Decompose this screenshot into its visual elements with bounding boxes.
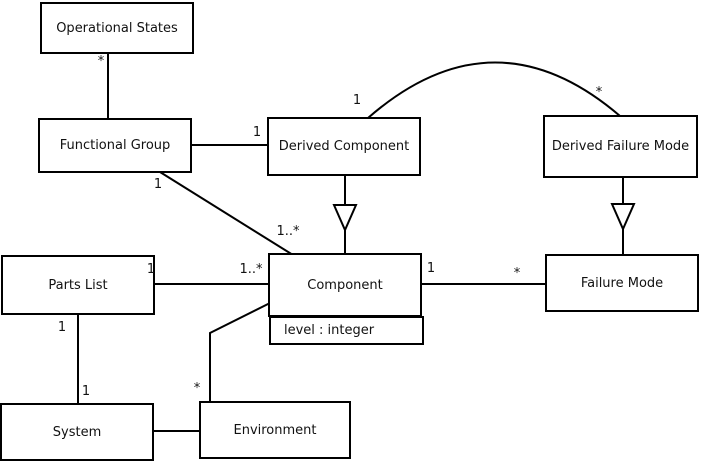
class-name: Failure Mode — [580, 275, 664, 291]
class-operational-states: Operational States — [40, 2, 194, 54]
class-environment: Environment — [199, 401, 351, 459]
multiplicity-label: 1..* — [276, 224, 300, 239]
class-functional-group: Functional Group — [38, 118, 192, 173]
multiplicity-label: 1 — [252, 125, 262, 140]
association-functional-group-component — [159, 171, 294, 256]
class-name: System — [52, 424, 102, 440]
class-derived-failure-mode: Derived Failure Mode — [543, 115, 698, 178]
multiplicity-label: 1..* — [239, 262, 263, 277]
class-system: System — [0, 403, 154, 461]
class-parts-list: Parts List — [1, 255, 155, 315]
class-name: Environment — [233, 422, 317, 438]
generalization-triangle-icon — [610, 203, 636, 232]
association-environment-component — [209, 302, 271, 402]
class-name: Derived Failure Mode — [551, 139, 690, 154]
class-name: Functional Group — [59, 138, 171, 153]
generalization-triangle-icon — [332, 204, 358, 233]
class-name: Component — [307, 277, 383, 293]
multiplicity-label: * — [595, 85, 603, 100]
class-name: Operational States — [56, 20, 178, 36]
multiplicity-label: * — [97, 54, 105, 69]
multiplicity-label: 1 — [81, 384, 91, 399]
attribute-text: level : integer — [284, 323, 375, 338]
class-name: Derived Component — [278, 139, 410, 154]
multiplicity-label: 1 — [57, 320, 67, 335]
multiplicity-label: * — [513, 266, 521, 281]
association-arc-derived-component-derived-failure-mode — [367, 61, 621, 119]
multiplicity-label: 1 — [146, 262, 156, 277]
class-component: Component — [268, 253, 422, 317]
multiplicity-label: 1 — [352, 93, 362, 108]
multiplicity-label: 1 — [426, 261, 436, 276]
class-name: Parts List — [48, 277, 108, 293]
multiplicity-label: * — [193, 381, 201, 396]
class-derived-component: Derived Component — [267, 117, 421, 176]
multiplicity-label: 1 — [153, 177, 163, 192]
class-component-attributes: level : integer — [269, 316, 424, 345]
class-failure-mode: Failure Mode — [545, 254, 699, 312]
